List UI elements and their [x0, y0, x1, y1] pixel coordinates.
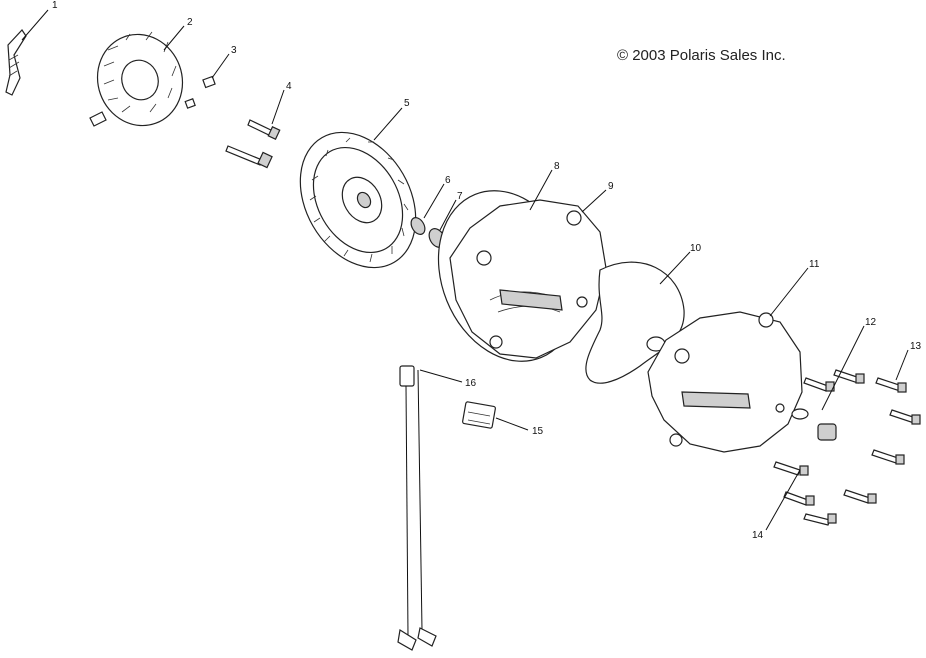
part-3-fitting	[184, 75, 216, 109]
part-6-gear	[410, 217, 426, 235]
part-2-stator	[89, 31, 184, 127]
callout-6: 6	[445, 175, 451, 186]
part-16-harness	[397, 365, 437, 651]
part-13-bolts	[833, 369, 921, 504]
callout-3: 3	[231, 45, 237, 56]
part-9-cover	[449, 199, 607, 359]
callout-10: 10	[690, 243, 702, 254]
leader-lines	[21, 9, 909, 531]
part-4-bolts	[225, 119, 281, 169]
callout-14: 14	[752, 530, 764, 541]
callout-4: 4	[286, 81, 292, 92]
callout-7: 7	[457, 191, 463, 202]
callout-12: 12	[865, 317, 877, 328]
callout-8: 8	[554, 161, 560, 172]
part-15-connector	[462, 401, 496, 429]
callout-11: 11	[809, 259, 820, 270]
part-1-bracket	[5, 29, 27, 96]
part-10-gasket	[585, 261, 685, 384]
callout-9: 9	[608, 181, 614, 192]
part-14-bolts	[773, 377, 837, 526]
part-5-flywheel	[299, 131, 417, 269]
callout-16: 16	[465, 378, 477, 389]
callout-1: 1	[52, 0, 58, 11]
part-11-cover	[647, 311, 803, 453]
callout-labels: 1 2 3 4 5 6 7 8 9 10 11 12 13 14 15 16	[52, 0, 922, 541]
callout-2: 2	[187, 17, 193, 28]
part-12-plug	[791, 408, 837, 441]
callout-13: 13	[910, 341, 922, 352]
callout-5: 5	[404, 98, 410, 109]
copyright-notice: © 2003 Polaris Sales Inc.	[617, 47, 786, 64]
callout-15: 15	[532, 426, 544, 437]
